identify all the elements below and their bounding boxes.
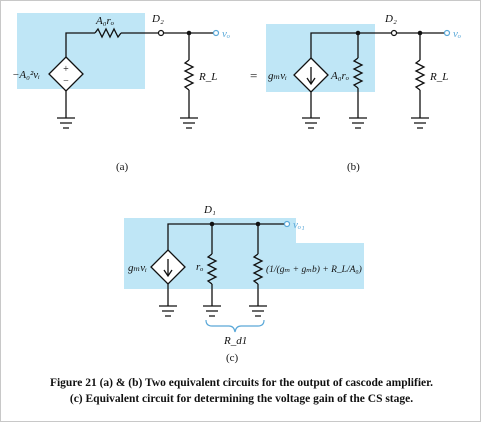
junction-dot-a [186, 30, 192, 36]
output-label-c: vₒ₁ [293, 219, 305, 231]
junction-dot-b1 [355, 30, 361, 36]
resistor-label-b: A₀rₒ [330, 70, 349, 82]
caption-line-1: Figure 21 (a) & (b) Two equivalent circu… [49, 377, 434, 389]
resistor-label-a: A₀rₒ [95, 15, 114, 27]
node-label-c: D₁ [203, 204, 216, 216]
junction-dot-c1 [209, 221, 215, 227]
panel-c-wires [159, 223, 284, 317]
arrow-down-icon [163, 259, 173, 278]
node-d2-terminal-a [157, 29, 165, 37]
junction-dot-c2 [255, 221, 261, 227]
panel-a-label: (a) [116, 161, 129, 173]
output-label-b: vₒ [453, 28, 461, 40]
panel-c-shade [124, 218, 364, 289]
load-label-a: R_L [198, 71, 217, 83]
panel-b-wires [302, 32, 445, 129]
load-label-b: R_L [429, 71, 448, 83]
output-terminal-a [212, 29, 220, 37]
resistor-label-c2: (1/(gₘ + gₘb) + R_L/A₀) [266, 264, 362, 275]
source-label-a: −A₀²vᵢ [12, 69, 40, 81]
source-label-b: gₘvᵢ [268, 70, 287, 82]
panel-b-label: (b) [347, 161, 360, 173]
panel-a-wires [57, 27, 214, 129]
junction-dot-b2 [417, 30, 423, 36]
brace-rd1 [205, 319, 265, 333]
plus-sign: + [63, 64, 69, 75]
brace-label: R_d1 [223, 335, 247, 347]
node-label-a: D₂ [151, 13, 164, 25]
output-label-a: vₒ [222, 28, 230, 40]
caption-line-2: (c) Equivalent circuit for determining t… [69, 393, 414, 405]
arrow-down-icon [306, 67, 316, 86]
resistor-label-c1: rₒ [196, 261, 203, 273]
minus-sign: − [63, 76, 69, 87]
panel-c-label: (c) [226, 352, 239, 364]
output-terminal-c [283, 220, 291, 228]
node-d2-terminal-b [390, 29, 398, 37]
equals-sign: = [250, 68, 257, 83]
output-terminal-b [443, 29, 451, 37]
node-label-b: D₂ [384, 13, 397, 25]
source-label-c: gₘvᵢ [128, 262, 147, 274]
dependent-voltage-source-a [48, 56, 84, 92]
